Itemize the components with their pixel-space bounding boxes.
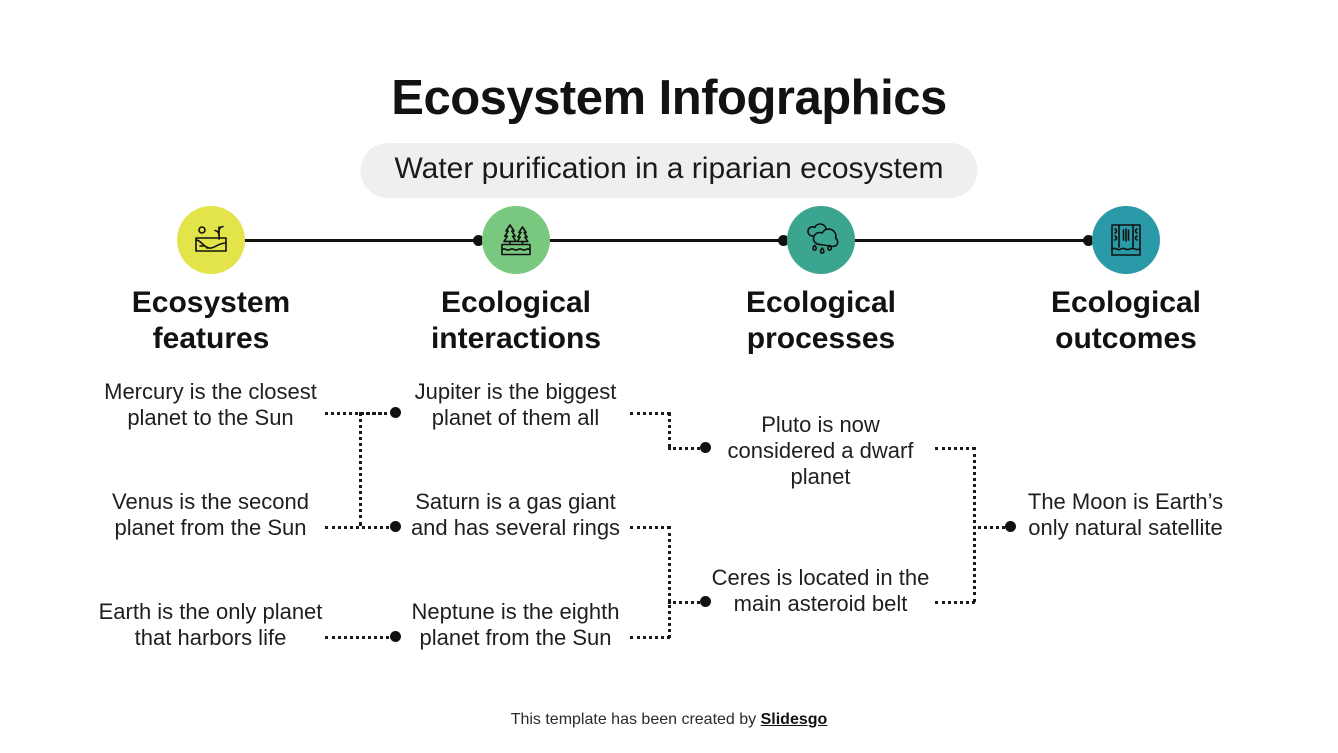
list-item: Venus is the second planet from the Sun [112, 489, 309, 540]
footer-credit: This template has been created by Slides… [0, 711, 1338, 729]
connector-c3-c4-row1 [935, 447, 975, 450]
page-title: Ecosystem Infographics [391, 71, 947, 125]
connector-c1-c2-row1-branch [359, 412, 395, 415]
connector-endpoint [390, 407, 401, 418]
column-heading-1: Ecosystem features [86, 285, 336, 357]
footer-text: This template has been created by [510, 711, 761, 728]
connector-c2-c3-row2 [630, 526, 670, 529]
column-heading-3-line2: processes [746, 322, 896, 355]
column-heading-1-line2: features [152, 322, 270, 355]
list-item: The Moon is Earth’s only natural satelli… [1027, 489, 1224, 540]
list-item: Pluto is now considered a dwarf planet [727, 412, 914, 489]
connector-c1-c2-row1 [325, 412, 382, 415]
connector-endpoint [390, 631, 401, 642]
list-item: Ceres is located in the main asteroid be… [711, 565, 930, 616]
connector-c1-c2-row3 [325, 636, 395, 639]
connector-endpoint [1005, 521, 1016, 532]
column-heading-2-line2: interactions [430, 322, 602, 355]
column-heading-4: Ecological outcomes [1001, 285, 1251, 357]
connector-endpoint [700, 442, 711, 453]
waterfall-icon [1104, 218, 1148, 262]
connector-c2-c3-vertical-upper [668, 412, 671, 448]
list-item: Mercury is the closest planet to the Sun [104, 379, 317, 430]
timeline-axis [211, 239, 1127, 242]
column-heading-2: Ecological interactions [391, 285, 641, 357]
timeline-node-1[interactable] [177, 206, 245, 274]
timeline-node-dot-2 [473, 235, 484, 246]
trees-over-water-icon [494, 218, 538, 262]
slidesgo-link[interactable]: Slidesgo [760, 711, 828, 728]
rain-cloud-icon [799, 218, 843, 262]
list-item: Earth is the only planet that harbors li… [98, 599, 323, 650]
connector-c1-c2-vertical [359, 412, 362, 526]
connector-endpoint [700, 596, 711, 607]
timeline-node-2[interactable] [482, 206, 550, 274]
timeline-node-3[interactable] [787, 206, 855, 274]
column-heading-3: Ecological processes [696, 285, 946, 357]
connector-c2-c3-row1-branch [668, 447, 705, 450]
subtitle-text: Water purification in a riparian ecosyst… [394, 152, 944, 185]
connector-c2-c3-lower-branch [668, 601, 705, 604]
column-heading-4-line2: outcomes [1055, 322, 1197, 355]
subtitle-pill: Water purification in a riparian ecosyst… [360, 143, 978, 198]
column-heading-4-line1: Ecological [1050, 286, 1202, 319]
connector-c2-c3-row1 [630, 412, 670, 415]
timeline-node-4[interactable] [1092, 206, 1160, 274]
column-heading-3-line1: Ecological [745, 286, 897, 319]
connector-c2-c3-vertical-lower [668, 526, 671, 638]
connector-c2-c3-row3 [630, 636, 670, 639]
timeline-node-dot-4 [1083, 235, 1094, 246]
connector-c3-c4-branch [973, 526, 1010, 529]
desert-landscape-icon [189, 218, 233, 262]
column-heading-1-line1: Ecosystem [131, 286, 291, 319]
list-item: Saturn is a gas giant and has several ri… [410, 489, 621, 540]
connector-endpoint [390, 521, 401, 532]
list-item: Jupiter is the biggest planet of them al… [414, 379, 617, 430]
connector-c1-c2-row2 [325, 526, 395, 529]
connector-c3-c4-vertical [973, 447, 976, 602]
connector-c3-c4-row2 [935, 601, 975, 604]
list-item: Neptune is the eighth planet from the Su… [411, 599, 620, 650]
timeline-node-dot-3 [778, 235, 789, 246]
column-heading-2-line1: Ecological [440, 286, 592, 319]
